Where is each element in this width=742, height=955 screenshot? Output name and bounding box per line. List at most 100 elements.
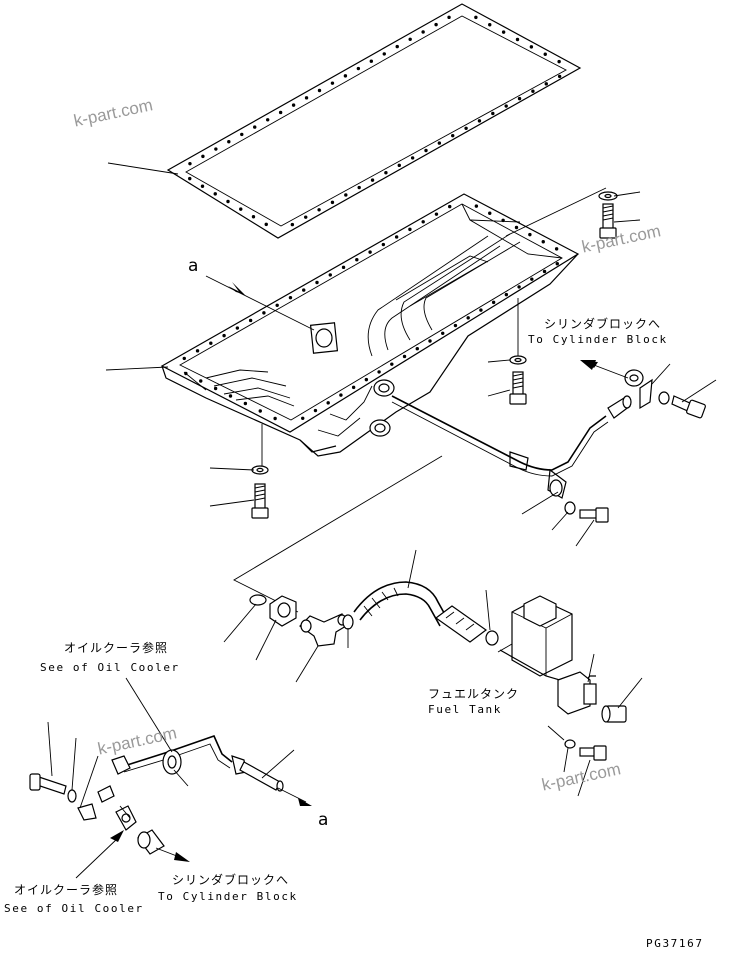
leader-arrow-a-bottom [261, 749, 312, 806]
bolt-hole [304, 96, 309, 100]
hose-clamp-left [342, 614, 354, 630]
bolt-hole [541, 240, 545, 244]
bolt-hole [356, 66, 361, 71]
bolt-hole [301, 416, 305, 420]
bolt-lower-left [29, 773, 67, 795]
bolt-hole [200, 184, 205, 188]
bolt-hole [317, 208, 321, 212]
bolt-hole [262, 311, 266, 315]
bolt-hole [517, 285, 521, 289]
bolt-hole [182, 356, 186, 361]
hose-clamp-right [485, 630, 499, 646]
bolt-hole [453, 323, 458, 328]
pan-mount-washer [251, 424, 269, 475]
bolt-hole [265, 118, 270, 122]
bolt-hole [466, 316, 470, 320]
bolt-hole [199, 379, 203, 383]
bolt-hole [402, 354, 407, 359]
bolt-hole [188, 161, 192, 166]
bolt-hole [364, 377, 369, 382]
bolt-hole [501, 30, 506, 34]
bolt-hole [488, 23, 492, 27]
bolt-hole [557, 59, 561, 64]
fuel-hose [353, 581, 449, 627]
tank-bolt [579, 745, 607, 761]
bolt-hole [408, 227, 412, 232]
bolt-hole [557, 74, 562, 79]
leaders-fuel-group [223, 549, 643, 797]
bolt-hole [239, 207, 243, 211]
oil-pan [160, 193, 580, 457]
bolt-hole [421, 30, 425, 34]
bolt-hole [195, 349, 200, 353]
tank-washer [564, 739, 576, 749]
washer-lower-left [67, 789, 77, 803]
bolt-hole [395, 44, 399, 49]
tube-connector-right [607, 395, 632, 419]
reference-a-top: a [188, 256, 199, 276]
bolt-hole [474, 15, 478, 20]
bolt-hole [441, 331, 445, 335]
label-to-cylinder-block-jp-1: シリンダブロックへ [544, 317, 662, 331]
bolt-hole [479, 308, 483, 312]
bolt-hole [275, 303, 279, 307]
collar-right [624, 369, 644, 387]
bolt-hole [514, 225, 519, 230]
bolt-hole [248, 318, 253, 323]
bolt-hole [290, 222, 295, 227]
bolt-hole [326, 401, 330, 405]
bolt-hole [501, 218, 505, 223]
clip-lower [77, 803, 97, 821]
bolt-hole [434, 22, 438, 27]
arrow-to-cylinder-block-2 [155, 847, 190, 862]
bolt-right [671, 395, 706, 419]
bolt-hole [226, 199, 230, 204]
bolt-hole [528, 232, 532, 237]
bolt-hole [410, 156, 415, 160]
label-to-cylinder-block-jp-2: シリンダブロックへ [172, 873, 290, 887]
leaders-right-group [651, 363, 717, 403]
bolt-hole [184, 371, 188, 376]
label-fuel-tank-en: Fuel Tank [428, 703, 503, 716]
bolt-hole [384, 171, 388, 175]
drain-plug [601, 705, 627, 723]
group-boundary-line [233, 455, 443, 613]
clamp-lower [162, 749, 182, 775]
bolt-hole [543, 52, 547, 56]
bolt-hole [201, 154, 205, 159]
bolt-hole [517, 96, 522, 101]
bolt-hole [488, 211, 492, 215]
bolt-hole [222, 333, 226, 338]
bolt-hole [382, 52, 386, 56]
bolt-hole [253, 125, 257, 129]
bolt-hole [213, 192, 217, 196]
bolt-hole [214, 147, 218, 151]
bolt-hole [428, 339, 432, 343]
bolt-hole [273, 416, 277, 421]
bolt-hole [228, 394, 233, 398]
bolt-hole [491, 111, 495, 116]
bolt-hole [278, 110, 283, 115]
label-see-oil-cooler-en-2: See of Oil Cooler [4, 902, 144, 915]
bolt-hole [355, 258, 359, 262]
bolt-hole [243, 401, 248, 406]
bolt-hole [390, 362, 394, 366]
bolt-hole [235, 326, 240, 330]
leader-gasket [107, 162, 179, 175]
sleeve-nut [269, 595, 297, 627]
leaders-clip [521, 491, 595, 547]
bolt-hole [209, 341, 213, 345]
bolt-hole [437, 141, 442, 145]
bolt-hole [554, 247, 559, 251]
arrow-to-cylinder-block-1 [580, 360, 629, 379]
bolt-hole [504, 292, 509, 297]
tube-fitting-lower [231, 755, 284, 792]
label-to-cylinder-block-en-2: To Cylinder Block [158, 890, 298, 903]
bolt-hole [531, 89, 535, 93]
bolt-hole [264, 222, 268, 227]
pan-mount-washer-top-right [598, 191, 618, 201]
collar-lower [115, 805, 137, 831]
bolt-hole [317, 88, 322, 93]
leader-arrow-a-top [205, 275, 315, 331]
bolt-hole [344, 193, 348, 197]
